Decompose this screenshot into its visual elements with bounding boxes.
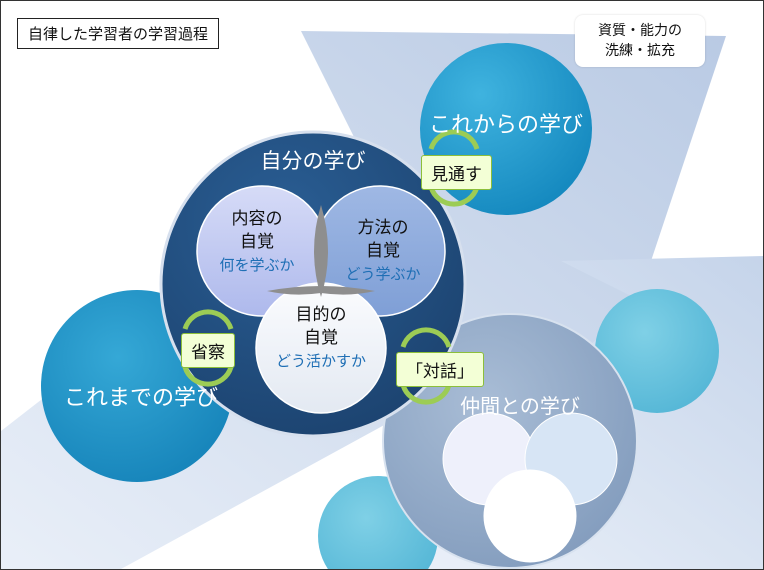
peers-venn-bottom (483, 469, 577, 563)
cycle-arrows-reflect (182, 309, 234, 387)
peers-learning-label: 仲間との学び (460, 394, 580, 418)
foresee-tag: 見通す (421, 155, 492, 190)
self-learning-label: 自分の学び (260, 149, 366, 173)
venn-purpose-text: 目的の 自覚 どう活かすか (261, 304, 381, 373)
venn-purpose-line2: 自覚 (304, 328, 338, 348)
venn-method-line1: 方法の (357, 218, 409, 238)
venn-method-text: 方法の 自覚 どう学ぶか (323, 217, 443, 286)
future-learning-label: これからの学び (428, 113, 583, 138)
competency-note-line2: 洗練・拡充 (605, 43, 675, 59)
venn-content-text: 内容の 自覚 何を学ぶか (197, 208, 317, 277)
cycle-arrows-foresee (428, 129, 480, 207)
venn-purpose-sub: どう活かすか (275, 352, 366, 370)
competency-note: 資質・能力の 洗練・拡充 (575, 15, 705, 67)
venn-overlap-top (314, 205, 328, 297)
past-learning-label: これまでの学び (63, 386, 218, 411)
venn-content-line1: 内容の (231, 209, 283, 229)
decor-circle-right (595, 289, 719, 413)
diagram-title: 自律した学習者の学習過程 (17, 18, 220, 49)
venn-method-line2: 自覚 (366, 241, 400, 261)
venn-overlap-bottom (267, 286, 375, 295)
reflect-tag: 省察 (181, 333, 235, 368)
dialogue-tag: 「対話」 (396, 352, 484, 387)
venn-purpose-line1: 目的の (295, 305, 347, 325)
competency-note-line1: 資質・能力の (598, 23, 682, 39)
cycle-arrows-dialogue (400, 327, 452, 405)
venn-method-sub: どう学ぶか (345, 265, 421, 283)
venn-content-sub: 何を学ぶか (219, 256, 295, 274)
venn-content-line2: 自覚 (240, 232, 274, 252)
